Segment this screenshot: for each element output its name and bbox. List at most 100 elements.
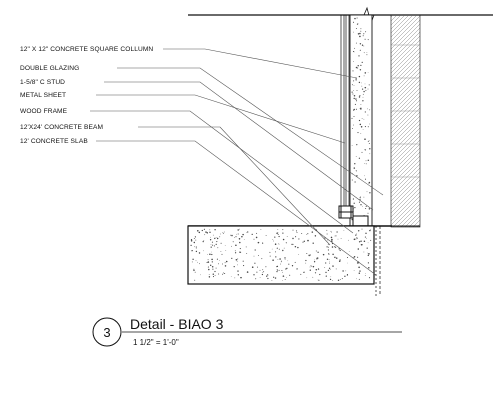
concrete-aggregate-dot <box>345 270 347 272</box>
concrete-aggregate-dot <box>311 231 314 233</box>
concrete-aggregate-dot <box>360 103 362 105</box>
concrete-aggregate-dot <box>267 274 269 276</box>
concrete-aggregate-dot <box>219 260 220 261</box>
concrete-aggregate-dot <box>295 230 298 232</box>
concrete-aggregate-dot <box>232 241 234 243</box>
concrete-aggregate-dot <box>254 262 256 264</box>
concrete-aggregate-dot <box>327 269 330 272</box>
concrete-aggregate-dot <box>291 243 293 246</box>
concrete-aggregate-dot <box>360 107 362 110</box>
concrete-aggregate-dot <box>253 238 255 240</box>
concrete-aggregate-dot <box>209 229 211 231</box>
concrete-aggregate-dot <box>358 272 361 274</box>
concrete-aggregate-dot <box>212 276 215 278</box>
concrete-aggregate-dot <box>206 262 208 263</box>
concrete-aggregate-dot <box>358 278 360 280</box>
concrete-aggregate-dot <box>200 274 201 276</box>
concrete-aggregate-dot <box>358 241 361 243</box>
concrete-aggregate-dot <box>360 126 363 128</box>
concrete-aggregate-dot <box>254 249 256 251</box>
concrete-aggregate-dot <box>355 42 357 44</box>
concrete-aggregate-dot <box>360 240 362 242</box>
concrete-aggregate-dot <box>284 258 286 260</box>
concrete-aggregate-dot <box>361 151 363 153</box>
concrete-aggregate-dot <box>281 269 283 272</box>
concrete-aggregate-dot <box>367 126 369 128</box>
concrete-aggregate-dot <box>355 100 358 102</box>
concrete-aggregate-dot <box>363 90 365 93</box>
concrete-aggregate-dot <box>195 246 197 248</box>
concrete-aggregate-dot <box>212 268 214 270</box>
concrete-aggregate-dot <box>334 246 335 248</box>
concrete-aggregate-dot <box>368 140 370 142</box>
concrete-aggregate-dot <box>221 253 223 255</box>
concrete-aggregate-dot <box>354 103 356 105</box>
detail-scale: 1 1/2" = 1'-0" <box>133 338 179 347</box>
concrete-aggregate-dot <box>364 111 366 113</box>
title-block: 3 Detail - BIAO 3 1 1/2" = 1'-0" <box>92 316 402 347</box>
concrete-aggregate-dot <box>246 232 247 233</box>
concrete-aggregate-dot <box>353 256 356 258</box>
concrete-aggregate-dot <box>358 157 361 159</box>
concrete-aggregate-dot <box>364 126 366 128</box>
concrete-aggregate-dot <box>243 265 245 267</box>
concrete-aggregate-dot <box>278 235 280 238</box>
concrete-aggregate-dot <box>325 271 327 274</box>
concrete-aggregate-dot <box>361 82 362 84</box>
concrete-aggregate-dot <box>355 238 357 240</box>
concrete-aggregate-dot <box>312 242 314 244</box>
concrete-aggregate-dot <box>246 271 249 273</box>
concrete-aggregate-dot <box>203 228 205 230</box>
concrete-aggregate-dot <box>318 279 320 281</box>
concrete-aggregate-dot <box>358 55 360 57</box>
concrete-aggregate-dot <box>246 253 248 255</box>
concrete-aggregate-dot <box>364 72 367 74</box>
concrete-aggregate-dot <box>191 250 193 252</box>
concrete-aggregate-dot <box>261 273 264 276</box>
concrete-aggregate-dot <box>198 231 201 234</box>
concrete-aggregate-dot <box>362 96 364 98</box>
wall-hatch <box>390 14 421 228</box>
concrete-aggregate-dot <box>212 244 214 246</box>
concrete-aggregate-dot <box>202 240 204 243</box>
concrete-aggregate-dot <box>272 239 274 240</box>
concrete-aggregate-dot <box>338 260 341 263</box>
concrete-aggregate-dot <box>302 241 304 243</box>
concrete-aggregate-dot <box>298 254 300 256</box>
concrete-aggregate-dot <box>213 245 215 247</box>
concrete-aggregate-dot <box>203 250 204 252</box>
concrete-slab <box>187 225 375 285</box>
concrete-aggregate-dot <box>207 261 210 263</box>
concrete-aggregate-dot <box>360 244 363 246</box>
concrete-aggregate-dot <box>353 95 356 97</box>
concrete-aggregate-dot <box>296 232 298 233</box>
concrete-aggregate-dot <box>276 271 278 273</box>
concrete-aggregate-dot <box>351 117 353 119</box>
concrete-aggregate-dot <box>368 267 370 269</box>
concrete-aggregate-dot <box>368 253 370 255</box>
concrete-aggregate-dot <box>353 124 355 126</box>
concrete-aggregate-dot <box>223 272 224 274</box>
concrete-aggregate-dot <box>317 279 319 281</box>
concrete-aggregate-dot <box>301 233 303 234</box>
concrete-aggregate-dot <box>355 233 357 235</box>
concrete-aggregate-dot <box>225 250 227 251</box>
concrete-aggregate-dot <box>330 236 333 239</box>
concrete-aggregate-dot <box>222 263 224 265</box>
wall-rhythm <box>391 44 420 178</box>
concrete-aggregate-dot <box>358 75 361 78</box>
concrete-aggregate-dot <box>209 239 212 241</box>
concrete-aggregate-dot <box>364 178 367 180</box>
concrete-aggregate-dot <box>314 235 317 237</box>
concrete-aggregate-dot <box>209 231 211 234</box>
concrete-aggregate-dot <box>197 230 199 232</box>
concrete-aggregate-dot <box>357 23 359 25</box>
concrete-aggregate-dot <box>355 97 357 99</box>
concrete-aggregate-dot <box>234 277 236 279</box>
concrete-aggregate-dot <box>330 279 332 281</box>
concrete-aggregate-dot <box>355 98 357 100</box>
concrete-aggregate-dot <box>365 273 366 274</box>
concrete-aggregate-dot <box>307 233 309 235</box>
concrete-aggregate-dot <box>278 243 280 244</box>
